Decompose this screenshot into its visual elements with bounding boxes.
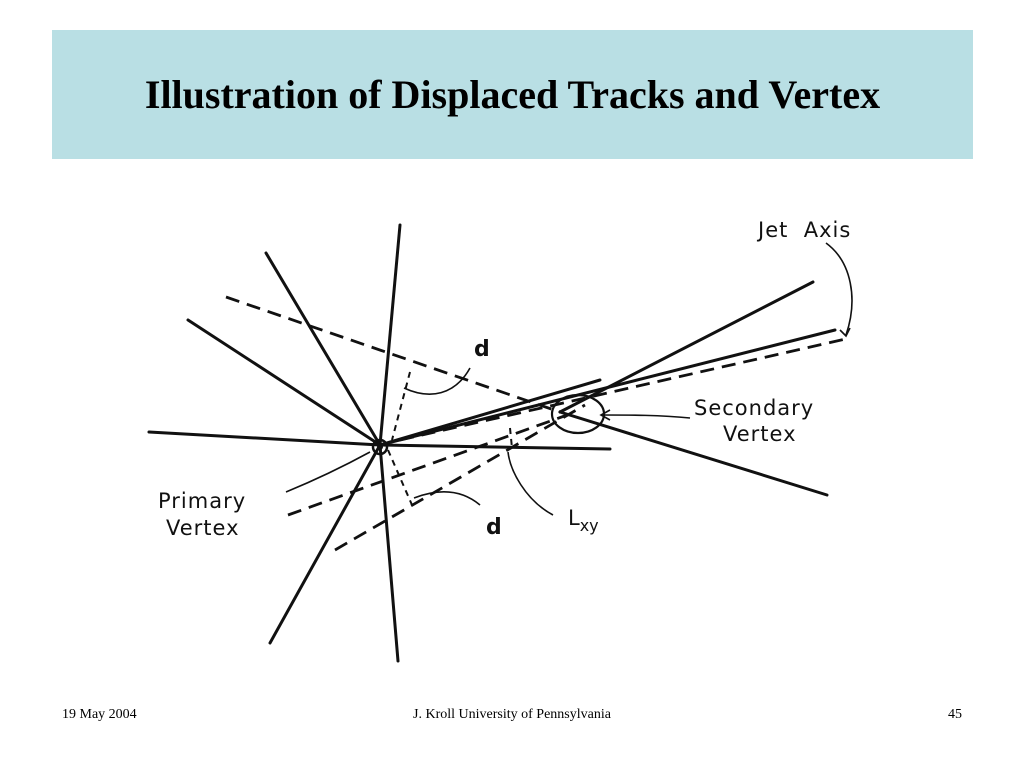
primary-vertex-label-line1: Primary <box>158 489 246 513</box>
footer-date: 19 May 2004 <box>62 707 137 722</box>
prompt-track <box>186 318 382 447</box>
primary-callout <box>285 451 371 493</box>
secondary-arrowhead <box>599 409 611 421</box>
prompt-track <box>147 430 382 447</box>
prompt-track <box>378 223 402 447</box>
jet-axis-arrowhead <box>839 327 851 338</box>
track-extrapolation <box>225 295 561 414</box>
jet-axis-callout <box>825 242 853 336</box>
jet-axis-label: Jet Axis <box>756 218 851 242</box>
slide-title: Illustration of Displaced Tracks and Ver… <box>144 72 881 117</box>
footer-author: J. Kroll University of Pennsylvania <box>413 707 611 722</box>
primary-vertex-dot <box>377 444 383 450</box>
lxy-callout <box>507 451 554 516</box>
d-lower-label: d <box>486 515 502 540</box>
secondary-callout <box>601 414 691 419</box>
lxy-marker <box>509 427 513 449</box>
lxy-main: L <box>568 506 580 530</box>
title-band: Illustration of Displaced Tracks and Ver… <box>52 30 973 159</box>
jet-axis-line <box>399 336 851 442</box>
d-upper-callout <box>403 367 471 395</box>
prompt-track <box>264 251 382 447</box>
displaced-track <box>378 378 602 447</box>
lxy-subscript: xy <box>580 516 599 535</box>
track-extrapolation <box>287 412 571 517</box>
footer-page-number: 45 <box>948 707 962 722</box>
secondary-vertex-label-line2: Vertex <box>723 422 797 446</box>
d-upper-label: d <box>474 337 490 362</box>
displaced-track <box>558 280 815 414</box>
prompt-track <box>268 443 382 645</box>
d-lower-callout <box>413 491 481 506</box>
secondary-vertex-label-line1: Secondary <box>694 396 814 420</box>
prompt-track <box>378 443 612 451</box>
lxy-label: Lxy <box>568 506 599 535</box>
track-extrapolation <box>334 403 586 552</box>
primary-vertex-marker <box>371 438 389 456</box>
primary-vertex-label-line2: Vertex <box>166 516 240 540</box>
impact-parameter-upper <box>391 371 411 441</box>
displaced-track <box>558 410 829 497</box>
